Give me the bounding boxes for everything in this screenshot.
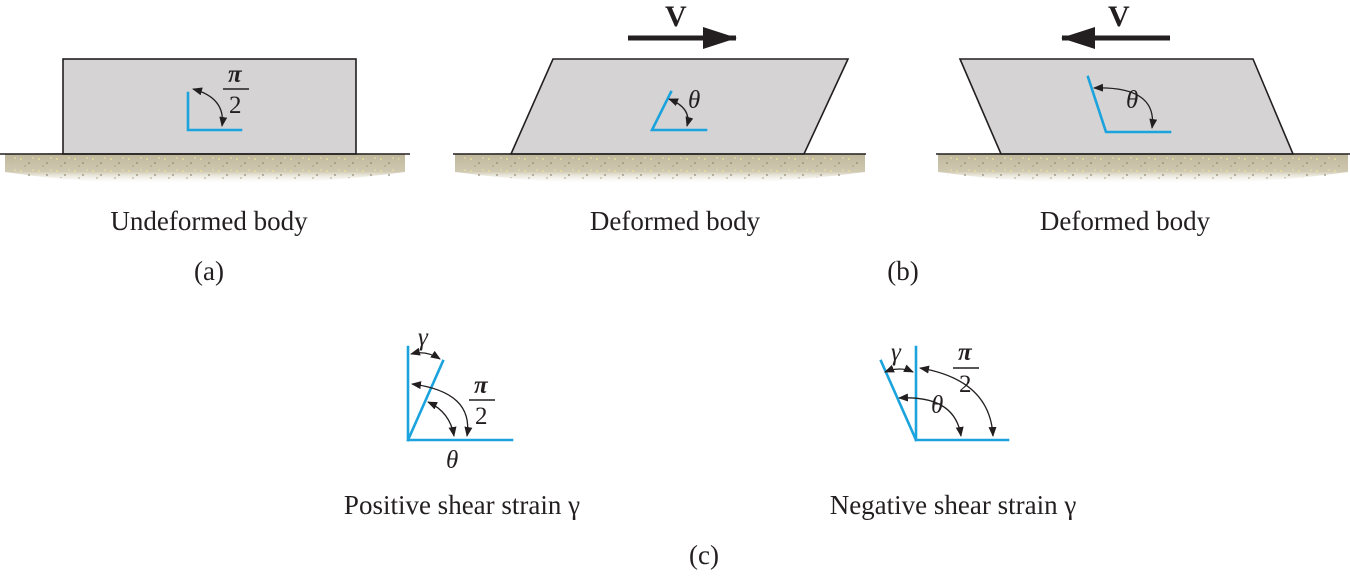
theta-arrow-positive: [427, 401, 457, 437]
panel-b-left: V θ Deformed body: [453, 0, 866, 236]
fraction-denominator: 2: [229, 92, 242, 119]
ground-b-right-texture: [943, 156, 1343, 181]
vertical-reference-line-positive: [406, 345, 514, 442]
deformed-edge-positive: [406, 359, 445, 442]
shear-force-label-left: V: [665, 0, 687, 33]
deformed-edge-negative: [879, 359, 918, 442]
theta-arrow-right: [1093, 83, 1158, 129]
theta-label-right: θ: [1126, 87, 1138, 114]
theta-arrow-negative: [898, 393, 964, 437]
panel-c-positive: γ π 2 θ Positive shear strain γ: [344, 324, 580, 520]
theta-arrow-left: [668, 98, 694, 127]
caption-positive-shear: Positive shear strain γ: [344, 490, 580, 520]
caption-undeformed: Undeformed body: [110, 206, 308, 236]
shear-force-label-right: V: [1108, 0, 1130, 33]
theta-label-positive: θ: [446, 447, 458, 474]
gamma-label-negative: γ: [891, 339, 902, 366]
caption-negative-shear: Negative shear strain γ: [830, 490, 1077, 520]
gamma-arrow-positive: [410, 347, 441, 360]
panel-a: π 2 Undeformed body (a): [0, 58, 410, 286]
label-c: (c): [689, 540, 719, 570]
panel-b-right: V θ Deformed body (b): [887, 0, 1350, 286]
label-b: (b): [887, 256, 918, 286]
right-angle-element: [186, 91, 243, 132]
panel-c-negative: γ π 2 θ Negative shear strain γ: [830, 339, 1077, 520]
ground-a-texture: [10, 156, 400, 181]
theta-label-left: θ: [688, 87, 700, 114]
undeformed-body: [62, 58, 357, 155]
right-angle-arrow: [192, 87, 228, 127]
pi-symbol: π: [228, 61, 243, 88]
pi-symbol-negative: π: [958, 339, 973, 366]
acute-element: [649, 90, 708, 132]
gamma-label-positive: γ: [418, 324, 429, 351]
fraction-denominator-negative: 2: [959, 371, 972, 398]
caption-deformed-right: Deformed body: [1040, 206, 1211, 236]
fraction-denominator-positive: 2: [475, 403, 488, 430]
pi-half-arrow-negative: [919, 365, 997, 437]
pi-half-arrow-positive: [411, 381, 473, 437]
theta-label-negative: θ: [931, 392, 943, 419]
deformed-body-right: [509, 58, 850, 155]
ground-b-left-texture: [460, 156, 860, 181]
pi-symbol-positive: π: [474, 372, 489, 399]
label-a: (a): [194, 256, 224, 286]
gamma-arrow-negative: [884, 364, 914, 373]
caption-deformed-left: Deformed body: [590, 206, 761, 236]
